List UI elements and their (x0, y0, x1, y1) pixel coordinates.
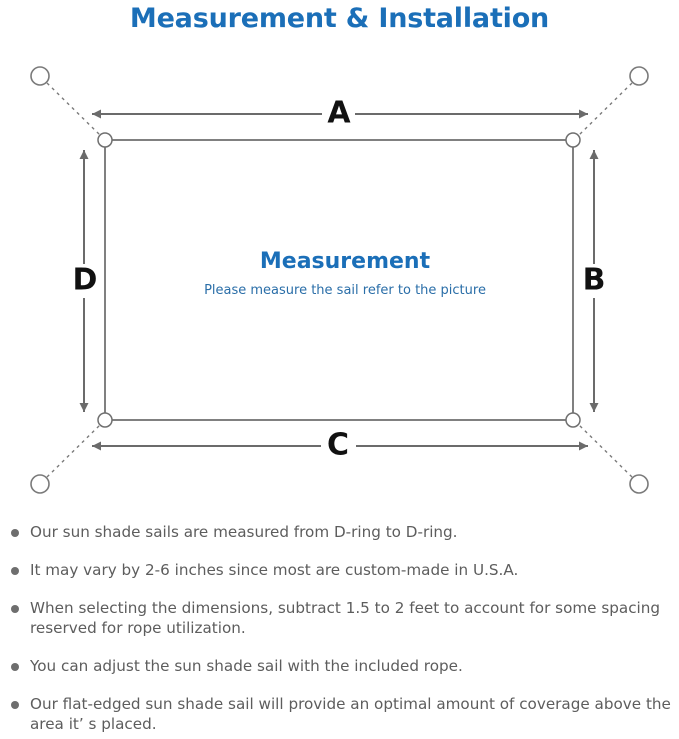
bullet-icon (11, 567, 19, 575)
anchor-point-top-right (629, 66, 649, 86)
d-ring-top-right (565, 132, 581, 148)
dimension-c: C (92, 428, 588, 463)
list-item: It may vary by 2-6 inches since most are… (0, 560, 679, 580)
rope-line-bottom-right (576, 422, 633, 478)
d-ring-bottom-left (97, 412, 113, 428)
list-item: When selecting the dimensions, subtract … (0, 598, 679, 638)
bullet-icon (11, 529, 19, 537)
dimension-a: A (92, 96, 588, 131)
measurement-diagram: A C D B Measurement Please measure the s… (0, 44, 679, 514)
sail-rectangle (104, 139, 574, 421)
rope-lines (46, 82, 633, 478)
page-title: Measurement & Installation (129, 3, 550, 34)
rope-line-bottom-left (46, 422, 103, 478)
anchor-point-bottom-right (629, 474, 649, 494)
anchor-point-bottom-left (30, 474, 50, 494)
d-ring-top-left (97, 132, 113, 148)
note-text: Our sun shade sails are measured from D-… (30, 523, 458, 541)
dimension-label-b: B (583, 263, 606, 298)
note-text: Our flat-edged sun shade sail will provi… (30, 695, 671, 733)
d-ring-bottom-right (565, 412, 581, 428)
bullet-icon (11, 663, 19, 671)
sail-edges (104, 139, 574, 421)
anchor-point-top-left (30, 66, 50, 86)
notes-list: Our sun shade sails are measured from D-… (0, 522, 679, 734)
dimension-label-a: A (327, 96, 351, 131)
d-rings (97, 132, 581, 428)
dimension-label-c: C (327, 428, 349, 463)
dimension-d: D (73, 150, 98, 412)
rope-line-top-left (46, 82, 103, 138)
sail-center-subtitle: Please measure the sail refer to the pic… (204, 283, 486, 298)
note-text: When selecting the dimensions, subtract … (30, 599, 661, 637)
dimension-b: B (583, 150, 606, 412)
rope-line-top-right (576, 82, 633, 138)
note-text: It may vary by 2-6 inches since most are… (30, 561, 519, 579)
anchor-points (30, 66, 649, 494)
note-text: You can adjust the sun shade sail with t… (30, 657, 463, 675)
dimension-label-d: D (73, 263, 98, 298)
bullet-icon (11, 605, 19, 613)
list-item: You can adjust the sun shade sail with t… (0, 656, 679, 676)
bullet-icon (11, 701, 19, 709)
list-item: Our flat-edged sun shade sail will provi… (0, 694, 679, 734)
sail-center-title: Measurement (260, 249, 431, 274)
list-item: Our sun shade sails are measured from D-… (0, 522, 679, 542)
